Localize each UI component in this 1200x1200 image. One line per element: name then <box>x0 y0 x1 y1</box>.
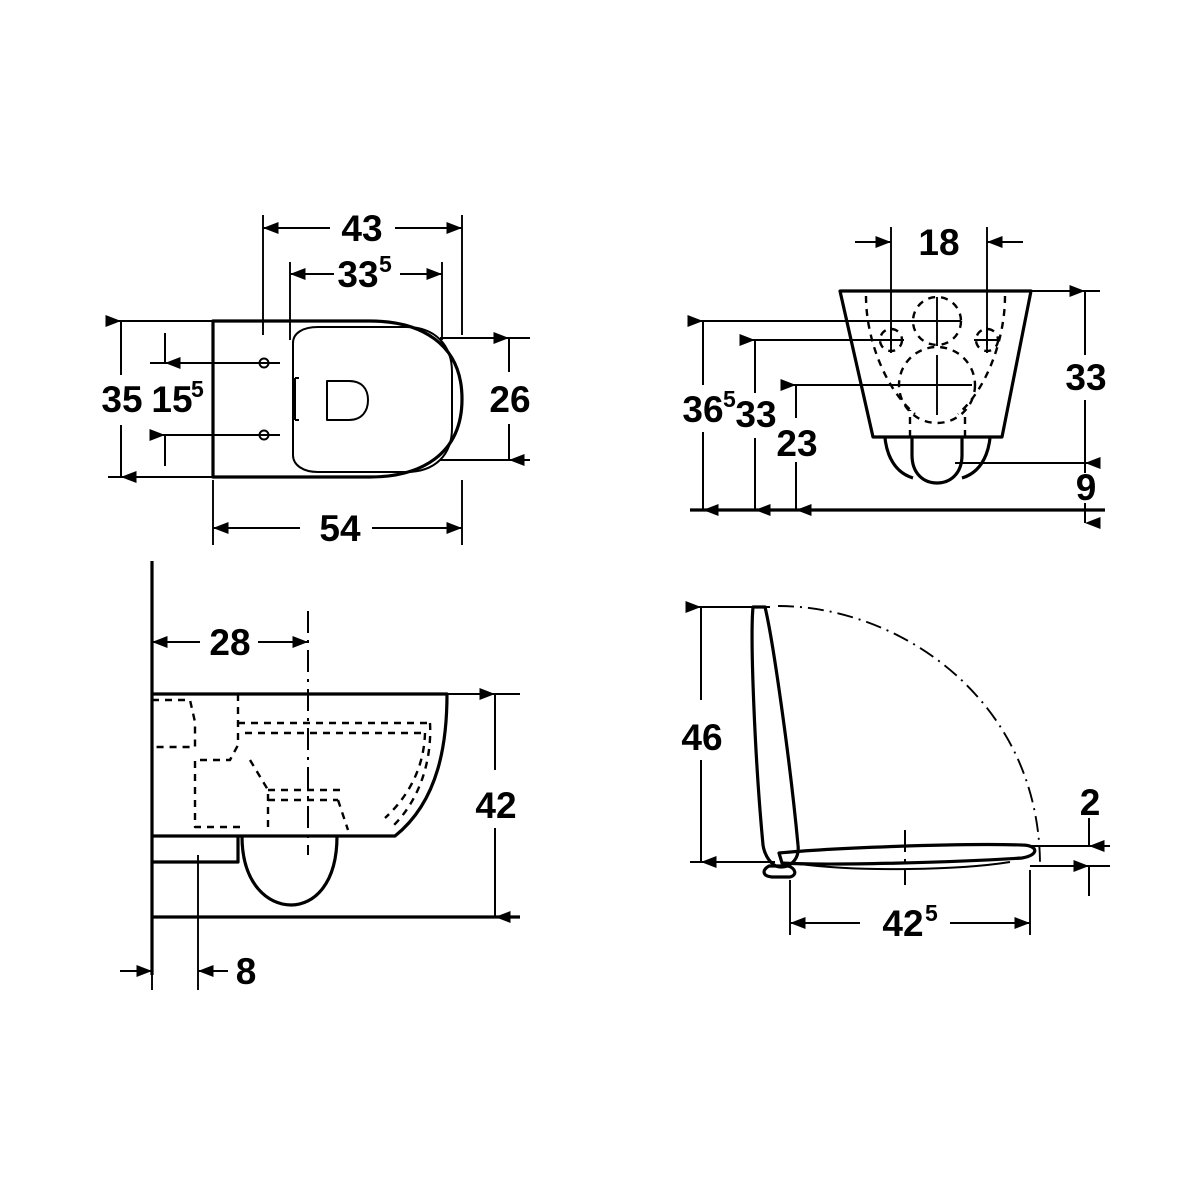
front-body-33r: 33 <box>1065 285 1107 469</box>
front-height-33l: 33 <box>735 334 777 516</box>
front-body-outline <box>838 289 1033 439</box>
seat-hinge-foot <box>762 864 797 879</box>
dim-label-23: 23 <box>776 423 817 464</box>
dim-label-365: 36 <box>682 389 723 430</box>
plan-hole-155: 15 5 <box>149 333 204 466</box>
dim-label-335-sup: 5 <box>379 251 392 277</box>
seat-horizontal-plate <box>777 842 1037 866</box>
front-outlet-bowl <box>910 437 964 485</box>
plan-depth-35: 35 <box>101 315 143 483</box>
dim-label-43: 43 <box>341 208 382 249</box>
dim-label-2: 2 <box>1080 782 1101 823</box>
plan-rim-outline <box>292 326 453 473</box>
seat-lower-edge <box>799 861 1011 871</box>
dim-label-9: 9 <box>1076 467 1097 508</box>
side-fixing-bracket <box>152 836 240 864</box>
plan-length-54: 54 <box>213 508 462 549</box>
side-body-outline <box>152 692 449 838</box>
plan-view: 43 33 5 35 15 5 26 <box>101 208 530 549</box>
seat-lid-upright <box>750 605 800 869</box>
front-height-23: 23 <box>776 379 818 516</box>
plan-width-335: 33 5 <box>290 251 442 295</box>
plan-width-43: 43 <box>263 208 462 249</box>
front-outlet-left-edge <box>883 436 914 480</box>
front-height-365: 36 5 <box>682 315 736 516</box>
dim-label-33-right: 33 <box>1065 357 1106 398</box>
plan-extension-lines <box>108 215 530 545</box>
seat-swing-arc <box>777 605 1041 863</box>
dim-label-18: 18 <box>918 222 959 263</box>
seat-thick-2: 2 <box>1073 782 1105 896</box>
dim-label-46: 46 <box>681 717 722 758</box>
dim-label-365-sup: 5 <box>723 386 736 412</box>
front-view: 18 36 5 33 23 33 <box>682 222 1107 529</box>
plan-bowl-26: 26 <box>489 332 531 466</box>
dim-label-33-left: 33 <box>735 394 776 435</box>
side-offset-28: 28 <box>152 622 308 663</box>
dim-label-155-sup: 5 <box>191 376 204 402</box>
front-centre-marks <box>878 297 1000 415</box>
plan-rim-detail <box>326 380 369 421</box>
dim-label-26: 26 <box>489 379 530 420</box>
dim-label-425: 42 <box>882 903 923 944</box>
side-outlet-semicircle <box>240 835 339 907</box>
front-outlet-right-edge <box>961 436 992 480</box>
side-view: 28 42 8 <box>120 561 520 992</box>
dim-label-42: 42 <box>475 785 516 826</box>
seat-view: 46 2 42 5 <box>681 601 1110 944</box>
dim-label-28: 28 <box>209 622 250 663</box>
seat-lid-46: 46 <box>681 601 723 868</box>
seat-length-425: 42 5 <box>790 900 1030 944</box>
dim-label-54: 54 <box>319 508 361 549</box>
dim-label-155: 15 <box>151 379 192 420</box>
dim-label-35: 35 <box>101 379 142 420</box>
side-wall-8: 8 <box>120 951 256 992</box>
dim-label-425-sup: 5 <box>925 900 938 926</box>
dim-label-335: 33 <box>337 254 378 295</box>
side-hidden-internals <box>152 694 432 831</box>
plan-bowl-outline <box>211 319 464 479</box>
front-hidden-internals <box>864 295 1007 437</box>
dim-label-8: 8 <box>236 951 257 992</box>
front-bolt-18: 18 <box>855 222 1023 263</box>
front-gap-9: 9 <box>1076 463 1101 529</box>
side-height-42: 42 <box>475 688 517 923</box>
